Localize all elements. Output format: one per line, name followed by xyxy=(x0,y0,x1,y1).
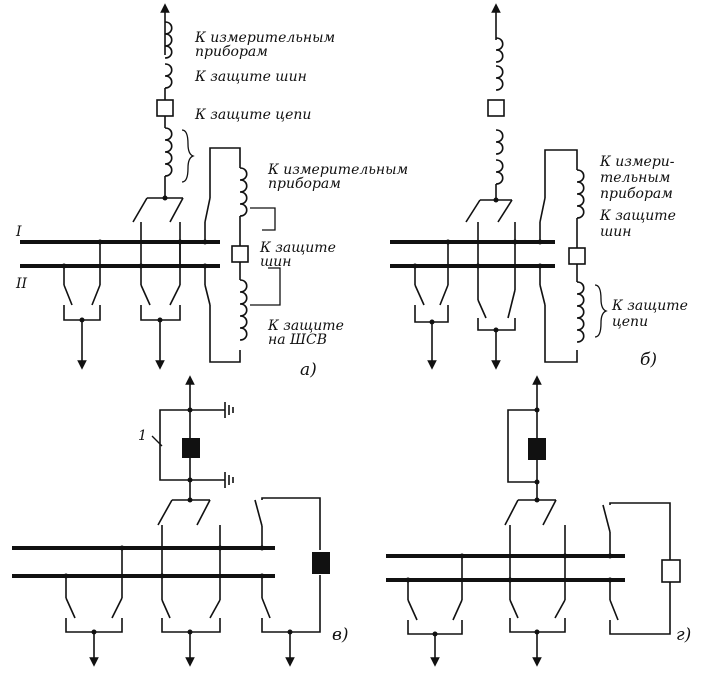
ct-coils-a-mid xyxy=(164,127,173,177)
b-label-meters-3: приборам xyxy=(600,186,673,202)
bus-label-1: I xyxy=(15,224,22,240)
ct-coils-a-top xyxy=(164,21,173,89)
a-label-meters-coupler-2: приборам xyxy=(268,176,341,192)
a-label-bus-protection: К защите шин xyxy=(194,69,307,85)
b-tag: б) xyxy=(640,350,657,370)
c-tag: в) xyxy=(332,625,349,645)
panel-a: К измерительным приборам К защите шин К … xyxy=(15,3,408,380)
bus-label-2: II xyxy=(15,276,28,292)
d-tag: г) xyxy=(676,625,691,645)
cb-a-feeder xyxy=(156,99,174,117)
a-label-bus-prot-coupler: К защите xyxy=(259,240,336,256)
b-label-bus-prot: К защите xyxy=(599,208,676,224)
b-label-meters: К измери- xyxy=(599,154,675,170)
breaker-d-coupler xyxy=(661,559,681,583)
a-label-shsv: К защите xyxy=(267,318,344,334)
panel-d: г) xyxy=(386,375,691,667)
b-label-meters-2: тельным xyxy=(600,170,670,186)
b-label-circuit-prot-2: цепи xyxy=(612,314,648,330)
b-label-bus-prot-2: шин xyxy=(600,224,632,240)
b-label-circuit-prot: К защите xyxy=(611,298,688,314)
a-tag: а) xyxy=(300,360,317,380)
panel-b: К измери- тельным приборам К защите шин … xyxy=(390,3,688,370)
breaker-c-coupler xyxy=(312,552,330,574)
a-label-meters-coupler: К измерительным xyxy=(267,162,408,178)
a-label-meters-2: приборам xyxy=(195,44,268,60)
a-label-shsv-2: на ШСВ xyxy=(268,332,327,348)
breaker-d-feeder xyxy=(528,438,546,460)
a-label-bus-prot-coupler-2: шин xyxy=(260,254,292,270)
brace-a xyxy=(181,129,195,183)
c-callout-1: 1 xyxy=(138,428,147,444)
a-label-circuit-protection: К защите цепи xyxy=(194,107,311,123)
breaker-c-feeder xyxy=(182,438,200,458)
a-label-meters: К измерительным xyxy=(194,30,335,46)
panel-c: 1 в) xyxy=(12,375,349,667)
